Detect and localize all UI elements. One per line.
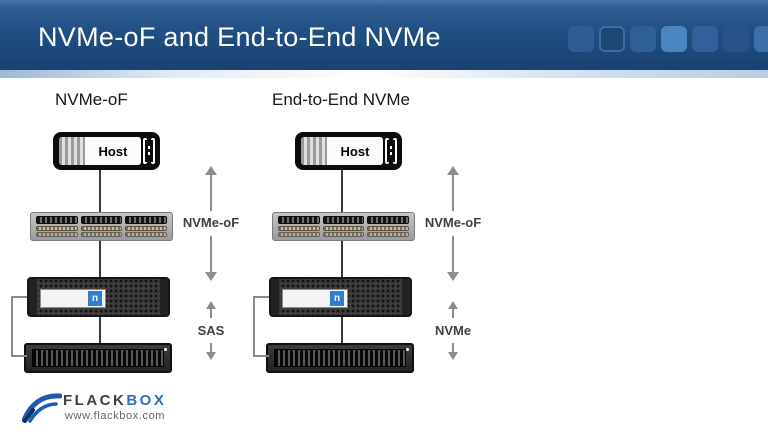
brand-name-secondary: BOX bbox=[126, 392, 167, 409]
netapp-logo-icon: n bbox=[330, 291, 344, 306]
controller-bezel-label: n bbox=[282, 289, 348, 308]
decor-square bbox=[692, 26, 718, 52]
host-faceplate: Host bbox=[301, 137, 383, 165]
controller-bezel-label: n bbox=[40, 289, 106, 308]
drive-slots-icon bbox=[274, 349, 406, 367]
decor-square bbox=[661, 26, 687, 52]
switch-port-row bbox=[278, 232, 410, 237]
bay-bracket-icon bbox=[385, 138, 389, 164]
arrow-down-icon bbox=[206, 352, 216, 360]
controller-edge-cap bbox=[271, 279, 279, 315]
backend-protocol-label: NVMe bbox=[434, 323, 472, 338]
switch-port-row bbox=[278, 225, 410, 231]
host-server: Host bbox=[295, 132, 402, 170]
arrow-up-icon bbox=[448, 301, 458, 309]
switch-port-row bbox=[278, 216, 410, 224]
host-faceplate: Host bbox=[59, 137, 141, 165]
host-vents-icon bbox=[59, 137, 85, 165]
disk-shelf bbox=[266, 343, 414, 373]
host-server: Host bbox=[53, 132, 160, 170]
decor-square bbox=[568, 26, 594, 52]
decor-square bbox=[723, 26, 749, 52]
disk-shelf bbox=[24, 343, 172, 373]
flackbox-logo-icon bbox=[22, 393, 62, 423]
arrow-up-icon bbox=[206, 301, 216, 309]
storage-controller: n bbox=[269, 277, 412, 317]
network-switch bbox=[272, 212, 415, 241]
host-label: Host bbox=[98, 143, 128, 159]
arrow-shaft bbox=[452, 175, 454, 211]
decor-square bbox=[630, 26, 656, 52]
arrow-shaft bbox=[210, 309, 212, 318]
led-icon bbox=[164, 348, 167, 351]
switch-port-row bbox=[36, 216, 168, 224]
fabric-protocol-label: NVMe-oF bbox=[424, 215, 482, 230]
connection-line bbox=[99, 170, 101, 344]
arrow-up-icon bbox=[205, 166, 217, 175]
bay-dots-icon bbox=[390, 146, 392, 149]
brand-name-primary: FLACK bbox=[63, 392, 127, 409]
controller-edge-cap bbox=[402, 279, 410, 315]
connection-line bbox=[341, 170, 343, 344]
bay-bracket-icon bbox=[393, 138, 397, 164]
controller-edge-cap bbox=[160, 279, 168, 315]
slide-header-bar: NVMe-oF and End-to-End NVMe bbox=[0, 0, 768, 70]
bay-bracket-icon bbox=[151, 138, 155, 164]
diagram-nvme-of: NVMe-oF Host n bbox=[11, 90, 240, 373]
brand-name: FLACKBOX bbox=[63, 392, 166, 409]
controller-edge-cap bbox=[29, 279, 37, 315]
arrow-down-icon bbox=[205, 272, 217, 281]
switch-port-row bbox=[36, 232, 168, 237]
brand-website: www.flackbox.com bbox=[65, 410, 166, 422]
decor-square bbox=[599, 26, 625, 52]
arrow-shaft bbox=[210, 175, 212, 211]
switch-port-row bbox=[36, 225, 168, 231]
controller-shelf-link bbox=[11, 296, 27, 357]
diagram-heading: End-to-End NVMe bbox=[272, 90, 410, 109]
diagram-end-to-end-nvme: End-to-End NVMe Host n bbox=[242, 0, 752, 432]
network-switch bbox=[30, 212, 173, 241]
netapp-logo-icon: n bbox=[88, 291, 102, 306]
arrow-shaft bbox=[210, 236, 212, 272]
arrow-down-icon bbox=[447, 272, 459, 281]
arrow-shaft bbox=[452, 343, 454, 352]
bay-dots-icon bbox=[148, 146, 150, 149]
arrow-up-icon bbox=[447, 166, 459, 175]
host-label: Host bbox=[340, 143, 370, 159]
drive-slots-icon bbox=[32, 349, 164, 367]
storage-controller: n bbox=[27, 277, 170, 317]
diagram-heading: NVMe-oF bbox=[55, 90, 128, 109]
led-icon bbox=[406, 348, 409, 351]
arrow-shaft bbox=[452, 309, 454, 318]
header-accent-stripe bbox=[0, 70, 768, 78]
host-vents-icon bbox=[301, 137, 327, 165]
decor-square bbox=[754, 26, 768, 52]
bay-bracket-icon bbox=[143, 138, 147, 164]
controller-shelf-link bbox=[253, 296, 269, 357]
backend-protocol-label: SAS bbox=[197, 323, 225, 338]
arrow-shaft bbox=[210, 343, 212, 352]
arrow-shaft bbox=[452, 236, 454, 272]
arrow-down-icon bbox=[448, 352, 458, 360]
fabric-protocol-label: NVMe-oF bbox=[182, 215, 240, 230]
host-drive-bays-icon bbox=[385, 138, 397, 164]
host-drive-bays-icon bbox=[143, 138, 155, 164]
slide-title: NVMe-oF and End-to-End NVMe bbox=[38, 22, 441, 52]
